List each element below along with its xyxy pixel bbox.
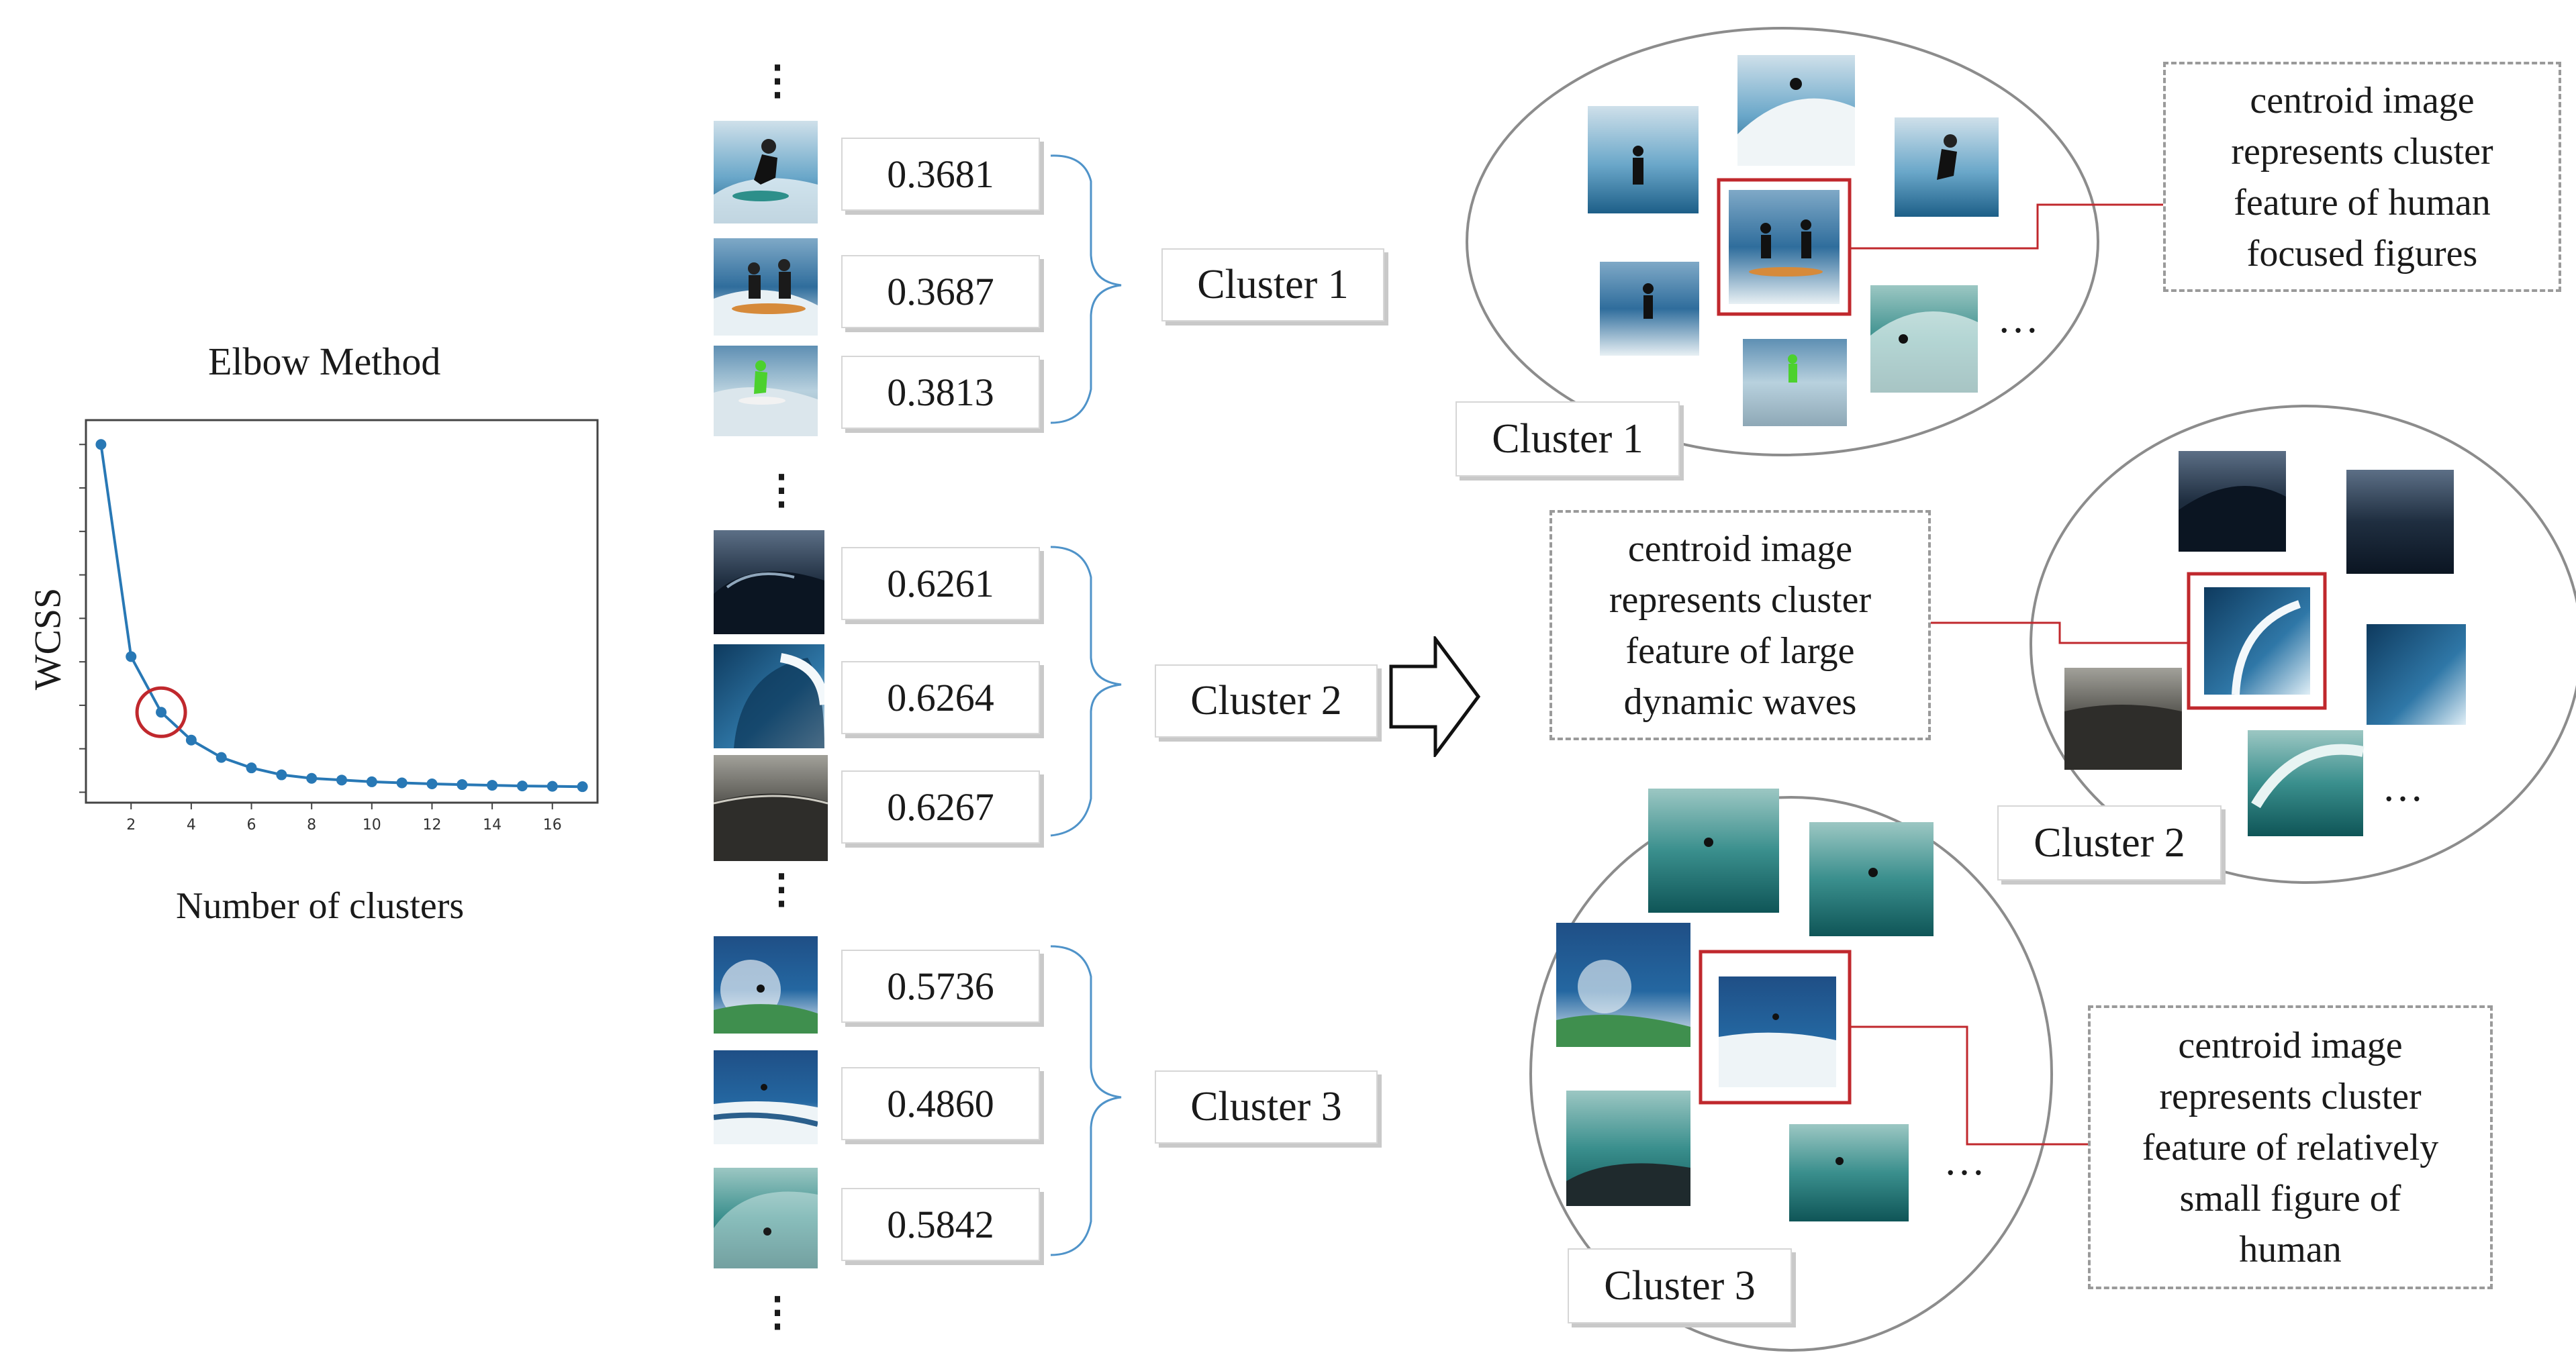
cluster-label-3: Cluster 3 [1155, 1070, 1378, 1144]
thumbnail-green-suit-surfer [714, 346, 818, 436]
wcss-point [426, 779, 438, 790]
wcss-point [185, 734, 197, 746]
brace-cluster-3 [1050, 945, 1122, 1256]
x-tick-label: 6 [247, 817, 256, 832]
x-tick-label: 16 [543, 817, 562, 832]
brace-cluster-2 [1050, 546, 1122, 837]
wcss-point [95, 439, 107, 450]
similarity-score: 0.3681 [841, 138, 1040, 211]
cluster-1-images [1588, 55, 1999, 426]
thumbnail-big-barrel [714, 644, 824, 748]
wcss-point [276, 769, 287, 781]
similarity-score: 0.6261 [841, 547, 1040, 620]
cluster-1-ellipse [1466, 27, 2099, 456]
wcss-point [156, 707, 167, 718]
cluster-3-description: centroid image represents cluster featur… [2088, 1005, 2493, 1289]
connector-cluster-3 [1850, 1025, 2088, 1146]
thumbnail-grey-sea [714, 755, 828, 861]
wcss-point [487, 780, 498, 791]
similarity-score: 0.3687 [841, 255, 1040, 328]
x-tick-label: 2 [126, 817, 136, 832]
elbow-chart-xlabel: Number of clusters [176, 885, 465, 927]
elbow-plot-frame [85, 419, 599, 804]
wcss-point [546, 781, 558, 792]
elbow-chart: 2 4 6 8 10 12 14 16 [79, 419, 599, 832]
thumbnail-spray-turn [714, 936, 818, 1034]
wcss-point [457, 779, 468, 791]
wcss-series-points [95, 439, 588, 793]
thumbnail-tandem-surfers [714, 238, 818, 336]
wcss-point [366, 776, 377, 787]
similarity-score: 0.4860 [841, 1067, 1040, 1140]
elbow-x-ticks: 2 4 6 8 10 12 14 16 [126, 803, 562, 832]
wcss-point [246, 762, 257, 774]
thumbnail-dark-wave [714, 530, 824, 634]
cluster-2-ellipse [2030, 405, 2576, 884]
wcss-point [396, 777, 408, 789]
connector-cluster-1 [1850, 203, 2163, 250]
cluster-3-images [1556, 789, 1934, 1221]
elbow-y-ticks [79, 444, 86, 793]
wcss-point [336, 774, 347, 786]
wcss-point [216, 752, 227, 763]
cluster-3-ellipse [1529, 796, 2053, 1352]
wcss-point [577, 781, 588, 793]
cluster-2-images [2064, 451, 2466, 836]
thumbnail-surfer-crouch [714, 121, 818, 223]
brace-cluster-1 [1050, 154, 1122, 424]
similarity-score: 0.5842 [841, 1188, 1040, 1261]
wcss-point [306, 772, 318, 784]
right-arrow-icon [1389, 636, 1481, 757]
elbow-point-highlight [135, 686, 187, 738]
more-images-ellipsis: … [1997, 296, 2039, 342]
cluster-1-title: Cluster 1 [1456, 401, 1680, 476]
x-tick-label: 12 [422, 817, 441, 832]
cluster-2-description: centroid image represents cluster featur… [1549, 510, 1931, 740]
wcss-point [516, 781, 528, 792]
x-tick-label: 8 [307, 817, 316, 832]
elbow-chart-title: Elbow Method [208, 340, 441, 383]
cluster-3-title: Cluster 3 [1568, 1248, 1792, 1323]
x-tick-label: 10 [363, 817, 381, 832]
more-images-ellipsis: … [2382, 764, 2424, 810]
thumbnail-green-tube [714, 1168, 818, 1268]
x-tick-label: 4 [187, 817, 196, 832]
cluster-1-description: centroid image represents cluster featur… [2163, 62, 2561, 292]
wcss-point [126, 651, 137, 662]
cluster-label-2: Cluster 2 [1155, 664, 1378, 738]
similarity-score: 0.6264 [841, 661, 1040, 734]
thumbnail-small-rider [714, 1050, 818, 1144]
similarity-score: 0.6267 [841, 770, 1040, 844]
x-tick-label: 14 [483, 817, 502, 832]
cluster-label-1: Cluster 1 [1161, 248, 1384, 321]
more-images-ellipsis: … [1944, 1138, 1985, 1184]
group-braces [1050, 154, 1122, 1256]
similarity-score: 0.5736 [841, 950, 1040, 1023]
cluster-2-title: Cluster 2 [1997, 805, 2222, 881]
connector-cluster-2 [1930, 621, 2195, 644]
similarity-score: 0.3813 [841, 356, 1040, 429]
